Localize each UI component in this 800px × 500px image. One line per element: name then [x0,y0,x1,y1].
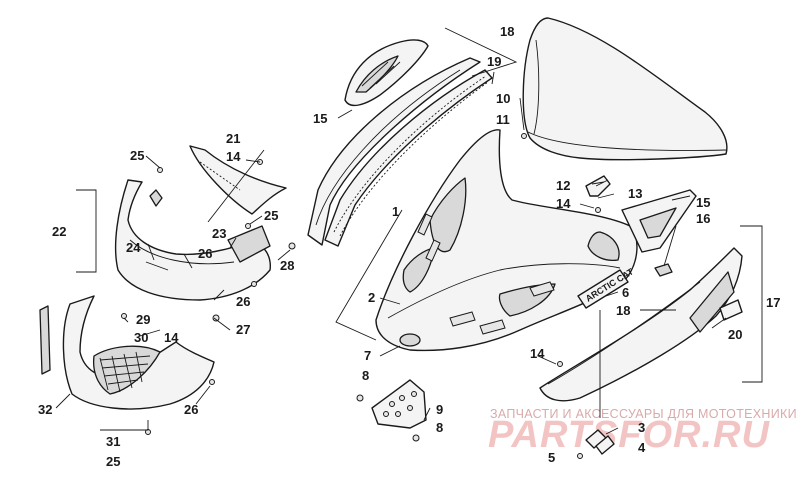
nose-panel-part-21 [189,145,287,215]
fastener-26-low [209,379,215,385]
callout-14-top: 14 [226,149,241,164]
callout-32: 32 [38,402,52,417]
windshield-screw-11 [521,133,527,139]
callout-30: 30 [134,330,148,345]
fastener-27 [212,314,220,322]
callout-8-lower: 8 [436,420,443,435]
callout-14-bracket: 14 [556,196,571,211]
fastener-28 [288,242,296,250]
fastener-14-low [557,361,563,367]
emblem-part-7 [399,333,421,347]
callout-20: 20 [728,327,742,342]
callout-18-lower: 18 [616,303,630,318]
callout-19: 19 [487,54,501,69]
strap-part-24 [145,261,169,271]
callout-14-lower: 14 [530,346,545,361]
callout-15-upper: 15 [313,111,327,126]
decal-part-6 [577,269,629,309]
callout-17: 17 [766,295,780,310]
callout-26-low: 26 [184,402,198,417]
callout-31: 31 [106,434,120,449]
callout-26-mid: 26 [198,246,212,261]
vent-part-15-right [621,189,697,253]
callout-26-right: 26 [236,294,250,309]
watermark-subtitle: ЗАПЧАСТИ И АКСЕССУАРЫ ДЛЯ МОТОТЕХНИКИ [490,407,797,421]
fastener-25-top [157,167,163,173]
screw-part-5 [577,453,583,459]
fastener-8a [356,394,364,402]
callout-13: 13 [628,186,642,201]
callout-28: 28 [280,258,294,273]
callout-4: 4 [638,440,646,455]
trim-strip-part-19 [324,69,493,247]
callout-14-left: 14 [164,330,179,345]
grille-part-23 [227,225,271,263]
fastener-29 [121,313,127,319]
callout-12: 12 [556,178,570,193]
fastener-26-mid [251,281,257,287]
callout-21: 21 [226,131,240,146]
vent-part-15-upper [344,39,429,107]
callout-23: 23 [212,226,226,241]
nose-pan-part-22 [114,179,271,301]
callout-25-top: 25 [130,148,144,163]
windshield-part-10 [521,17,728,161]
callout-16: 16 [696,211,710,226]
callout-7: 7 [364,348,371,363]
callout-27: 27 [236,322,250,337]
side-panel-part-17 [539,247,743,402]
callout-10: 10 [496,91,510,106]
callout-11: 11 [496,112,510,127]
strip-part-32 [39,305,51,375]
callout-8-upper: 8 [362,368,369,383]
plate-part-9 [371,379,427,429]
clip-part-16 [654,263,673,277]
callout-15-right: 15 [696,195,710,210]
callout-29: 29 [136,312,150,327]
callout-18-top: 18 [500,24,514,39]
hood-part-1: ARCTIC CAT [375,129,638,352]
leader-lines [55,27,763,435]
watermark-logo: PARTSFOR.RU [488,414,770,456]
bracket-screw-14 [595,207,601,213]
callout-6: 6 [622,285,629,300]
callout-22: 22 [52,224,66,239]
bracket-part-4 [595,435,615,455]
callout-2: 2 [368,290,375,305]
callout-9: 9 [436,402,443,417]
callout-1: 1 [392,204,399,219]
callout-25-low: 25 [106,454,120,469]
callout-3: 3 [638,420,645,435]
bracket-part-12 [585,175,611,213]
callout-labels: 18 19 10 11 15 1 2 6 7 8 9 8 12 13 14 15… [38,24,780,469]
trim-part-20 [719,299,743,321]
side-trim-part-18-upper [307,57,481,246]
callout-5: 5 [548,450,555,465]
fastener-25-mid [245,223,251,229]
callout-25-mid: 25 [264,208,278,223]
bumper-part-31 [62,295,215,410]
callout-24: 24 [126,240,141,255]
fastener-8b [412,434,420,442]
